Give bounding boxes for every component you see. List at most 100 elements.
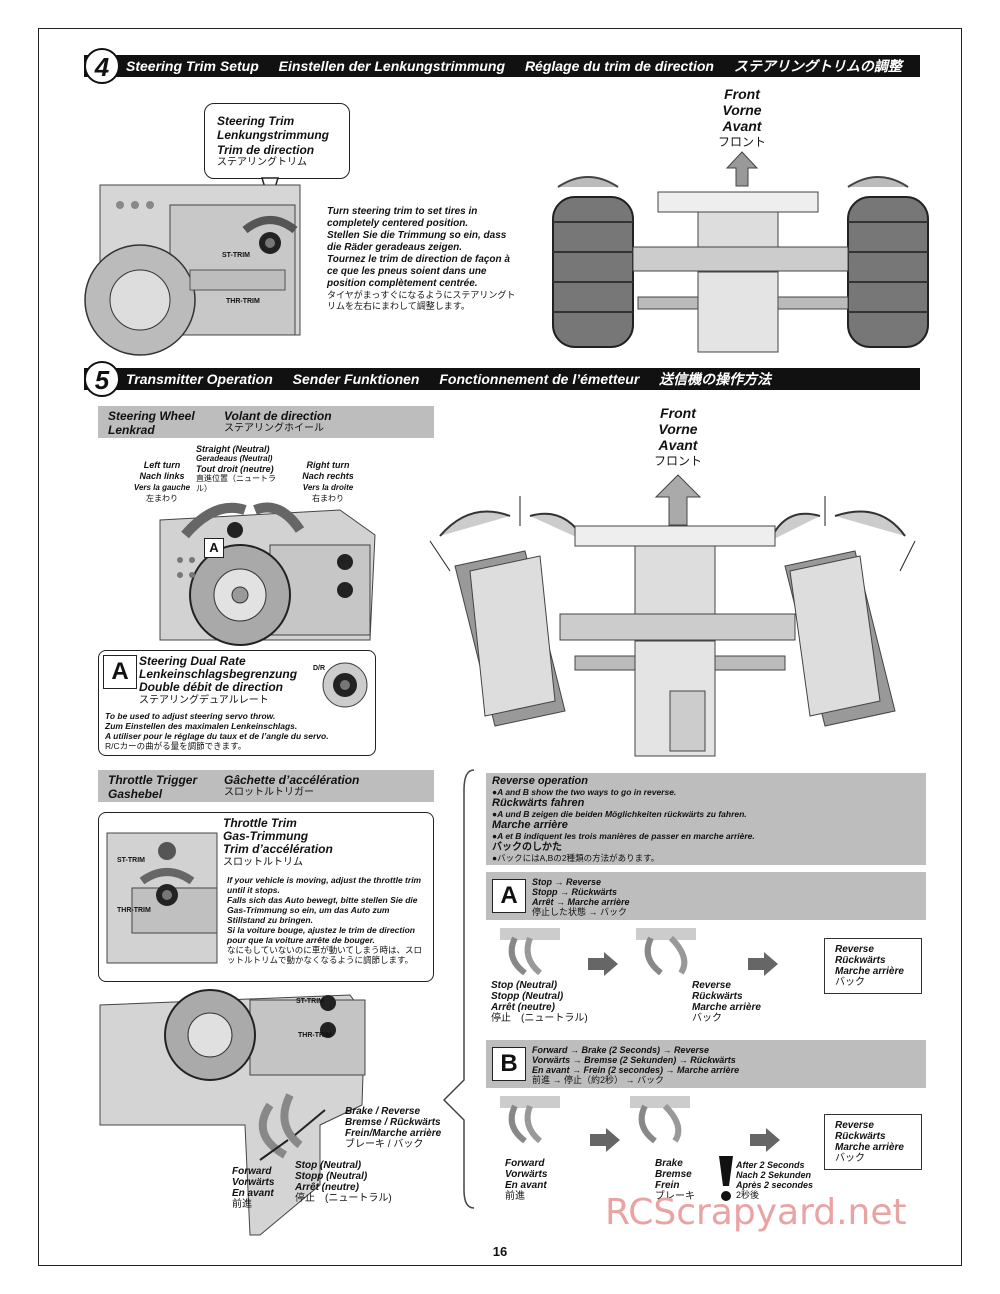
step5-number: 5	[84, 361, 120, 397]
dual-rate-box: A Steering Dual Rate Lenkeinschlagsbegre…	[98, 650, 376, 756]
front5-fr: Avant	[658, 437, 698, 453]
trigger-forward-jp: 前進	[232, 1199, 252, 1210]
throttle-note-de: Falls sich das Auto bewegt, bitte stelle…	[227, 895, 418, 925]
rev-a-seq-jp: 停止した状態 → バック	[532, 907, 628, 917]
rev-a-seq-fr: Arrêt → Marche arrière	[532, 897, 630, 907]
throttle-note-en: If your vehicle is moving, adjust the th…	[227, 875, 422, 895]
front5-en: Front	[660, 405, 696, 421]
trigger-stop-icon-a	[500, 928, 560, 976]
chassis-illustration-step4	[552, 176, 929, 353]
rev-a-reverse-label: Reverse Rückwärts Marche arrière バック	[692, 980, 761, 1024]
transmitter-illustration-step4	[84, 184, 301, 356]
right-turn-fr: Vers la droite	[302, 483, 354, 492]
left-turn-de: Nach links	[139, 471, 185, 481]
step4-title-de: Einstellen der Lenkungstrimmung	[278, 58, 506, 74]
rev-b-after-jp: 2秒後	[736, 1190, 760, 1200]
dual-rate-jp: ステアリングデュアルレート	[139, 695, 269, 706]
chassis-illustration-step5	[429, 496, 916, 757]
step5-front-label: Front Vorne Avant フロント	[648, 405, 708, 469]
arrow-right-icon-4	[750, 1128, 780, 1152]
steering-wheel-de: Lenkrad	[108, 423, 155, 438]
rev-a-seq-en: Stop → Reverse	[532, 877, 602, 887]
dual-rate-en: Steering Dual Rate	[139, 654, 246, 668]
trigger-brake-icon-b	[630, 1096, 690, 1144]
rev-a-reverse-fr: Marche arrière	[692, 1002, 761, 1013]
instruction-en: Turn steering trim to set tires in compl…	[327, 206, 478, 229]
step4-front-label: Front Vorne Avant フロント	[712, 86, 772, 150]
trigger-stop-en: Stop (Neutral)	[295, 1160, 362, 1171]
transmitter-steering-illustration	[159, 502, 376, 646]
front5-de: Vorne	[658, 421, 698, 437]
rev-a-result-box: Reverse Rückwärts Marche arrière バック	[824, 938, 922, 994]
callout-fr: Trim de direction	[217, 142, 315, 157]
rev-a-reverse-en: Reverse	[692, 980, 731, 991]
trigger-forward-en: Forward	[232, 1166, 272, 1177]
step5-title-fr: Fonctionnement de l’émetteur	[439, 371, 640, 387]
step5-title-de: Sender Funktionen	[292, 371, 420, 387]
straight-label: Straight (Neutral) Geradeaus (Neutral) T…	[196, 444, 286, 494]
step4-title-en: Steering Trim Setup	[126, 58, 259, 74]
rev-b-result-de: Rückwärts	[835, 1131, 886, 1142]
rev-header-2: Rückwärts fahren	[492, 797, 585, 809]
rev-b-brake-label: Brake Bremse Frein ブレーキ	[655, 1158, 695, 1202]
left-turn-en: Left turn	[143, 460, 181, 470]
trigger-stop-fr: Arrêt (neutre)	[295, 1182, 359, 1193]
transmitter-trigger-illustration	[99, 989, 366, 1236]
right-turn-de: Nach rechts	[302, 471, 354, 481]
dual-rate-knob-icon	[322, 662, 368, 708]
steering-wheel-header: Steering Wheel Lenkrad Volant de directi…	[98, 406, 434, 438]
trigger-forward-fr: En avant	[232, 1188, 274, 1199]
rev-header-7: ●バックにはA,Bの2種類の方法があります。	[492, 853, 660, 863]
rev-a-seq-de: Stopp → Rückwärts	[532, 887, 618, 897]
throttle-header-de: Gashebel	[108, 787, 163, 802]
marker-a: A	[204, 538, 224, 558]
dual-rate-fr: Double débit de direction	[139, 680, 284, 694]
left-turn-jp: 左まわり	[146, 494, 178, 503]
rev-header-3: ●A und B zeigen die beiden Möglichkeiten…	[492, 809, 747, 819]
throttle-box-st-trim: ST-TRIM	[117, 857, 145, 864]
instruction-de: Stellen Sie die Trimmung so ein, dass di…	[327, 230, 507, 253]
callout-jp: ステアリングトリム	[217, 157, 307, 169]
callout-de: Lenkungstrimmung	[217, 128, 330, 143]
throttle-trim-illustration	[106, 832, 218, 964]
rev-b-forward-fr: En avant	[505, 1180, 547, 1191]
trigger-forward-icon-b	[500, 1096, 560, 1144]
straight-en: Straight (Neutral)	[196, 444, 270, 454]
left-turn-label: Left turn Nach links Vers la gauche 左まわり	[132, 460, 192, 504]
rev-a-reverse-jp: バック	[692, 1013, 722, 1024]
thr-trim-label: THR-TRIM	[226, 298, 260, 305]
trigger-forward-label: Forward Vorwärts En avant 前進	[232, 1166, 274, 1210]
trigger-reverse-icon-a	[636, 928, 696, 976]
watermark: RCScrapyard.net	[605, 1192, 907, 1233]
reverse-a-letter: A	[492, 879, 526, 913]
rev-b-after-label: After 2 Seconds Nach 2 Sekunden Après 2 …	[736, 1160, 813, 1200]
rev-b-seq-jp: 前進 → 停止（約2秒） → バック	[532, 1075, 665, 1085]
right-turn-en: Right turn	[306, 460, 350, 470]
rev-b-brake-de: Bremse	[655, 1169, 692, 1180]
rev-b-result-jp: バック	[835, 1153, 865, 1164]
step5-title-en: Transmitter Operation	[126, 371, 273, 387]
rev-a-stop-de: Stopp (Neutral)	[491, 991, 564, 1002]
steering-wheel-fr: Volant de direction	[224, 409, 332, 423]
rev-b-brake-en: Brake	[655, 1158, 683, 1169]
step4-title-jp: ステアリングトリムの調整	[733, 58, 902, 74]
rev-a-result-fr: Marche arrière	[835, 966, 904, 977]
throttle-trim-en: Throttle Trim	[223, 816, 297, 830]
reverse-a-header: A Stop → Reverse Stopp → Rückwärts Arrêt…	[486, 872, 926, 920]
trigger-stop-de: Stopp (Neutral)	[295, 1171, 368, 1182]
trigger-brake-label: Brake / Reverse Bremse / Rückwärts Frein…	[345, 1106, 441, 1150]
arrow-right-icon-3	[590, 1128, 620, 1152]
trigger-stop-label: Stop (Neutral) Stopp (Neutral) Arrêt (ne…	[295, 1160, 392, 1204]
st-trim-label: ST-TRIM	[222, 252, 250, 259]
dual-rate-letter: A	[103, 655, 137, 689]
instruction-fr: Tournez le trim de direction de façon à …	[327, 254, 510, 289]
throttle-trim-box: ST-TRIM THR-TRIM Throttle Trim Gas-Trimm…	[98, 812, 434, 982]
rev-b-result-box: Reverse Rückwärts Marche arrière バック	[824, 1114, 922, 1170]
step4-number: 4	[84, 48, 120, 84]
rev-a-stop-fr: Arrêt (neutre)	[491, 1002, 555, 1013]
left-turn-fr: Vers la gauche	[133, 483, 191, 492]
step5-title-jp: 送信機の操作方法	[659, 371, 772, 387]
right-turn-jp: 右まわり	[312, 494, 344, 503]
throttle-note-fr: Si la voiture bouge, ajustez le trim de …	[227, 925, 415, 945]
rev-header-6: バックのしかた	[492, 842, 562, 853]
